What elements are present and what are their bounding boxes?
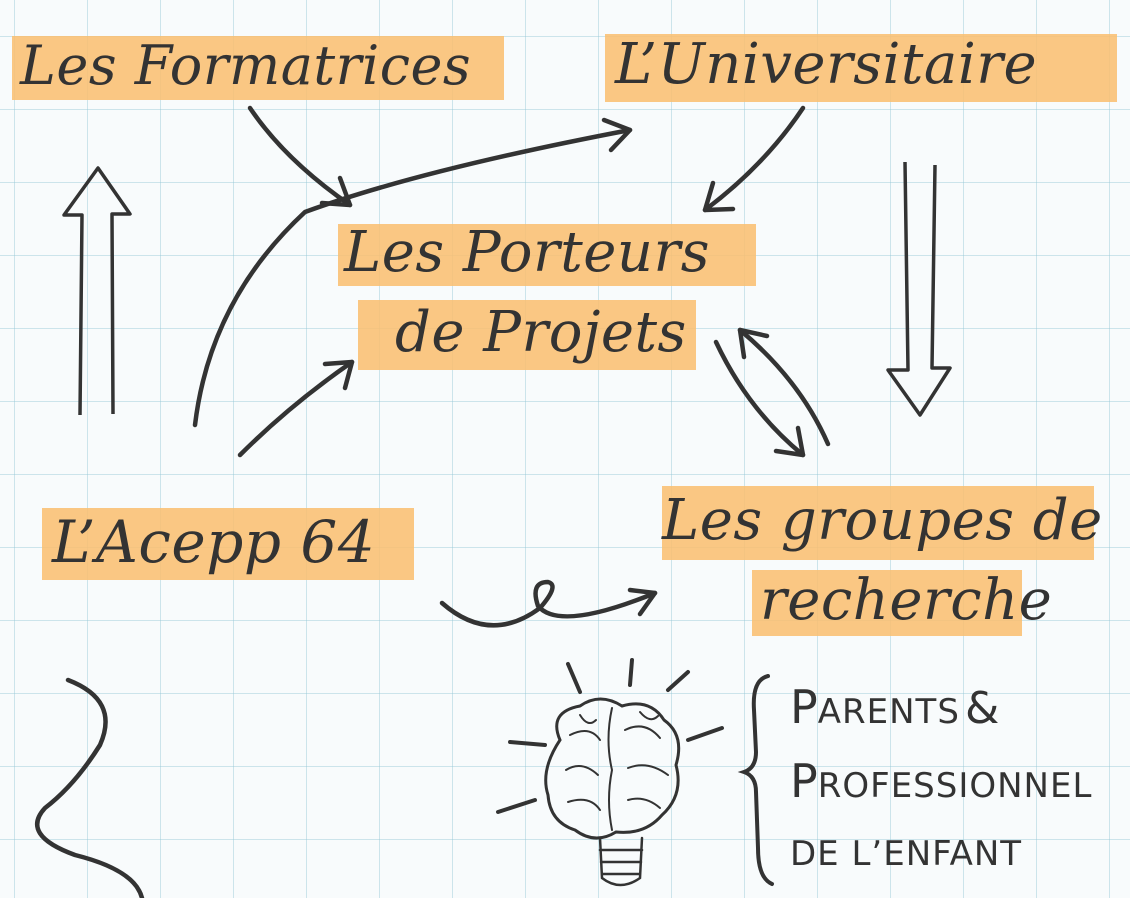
node-les-porteurs-line1: Les Porteurs — [344, 220, 710, 285]
highlight-universitaire — [605, 34, 1117, 102]
highlight-porteurs-1 — [338, 224, 756, 286]
note-line1-initial: P — [790, 680, 818, 734]
squiggle-decoration — [34, 677, 145, 898]
note-line-enfant: DE L’ENFANT — [790, 834, 1023, 874]
arrow-groupes-to-porteurs — [737, 327, 831, 447]
note-line2-initial: P — [790, 754, 818, 808]
brain-lightbulb-icon — [496, 658, 724, 887]
highlight-groupes-1 — [662, 486, 1094, 560]
note-line1-rest: ARENTS — [817, 692, 960, 732]
arrow-porteurs-to-groupes — [713, 339, 806, 458]
arrow-acepp-to-groupes — [439, 579, 658, 628]
hollow-arrow-down — [886, 161, 952, 417]
arrow-formatrices-to-porteurs — [247, 105, 353, 208]
node-l-universitaire: L’Universitaire — [615, 32, 1038, 97]
hollow-arrow-up — [62, 166, 132, 416]
arrow-acepp-to-porteurs — [237, 359, 355, 458]
node-les-groupes-line1: Les groupes de — [662, 488, 1103, 553]
node-les-porteurs-line2: de Projets — [395, 300, 687, 365]
note-line2-rest: ROFESSIONNEL — [817, 766, 1093, 806]
note-line-professionnel: PROFESSIONNEL — [790, 754, 1092, 808]
highlight-acepp — [42, 508, 414, 580]
highlight-groupes-2 — [752, 570, 1022, 636]
node-l-acepp-64: L’Acepp 64 — [52, 508, 376, 576]
note-line-parents: PARENTS & — [790, 680, 999, 734]
arrow-acepp-to-universitaire — [192, 117, 633, 428]
highlight-formatrices — [12, 36, 504, 100]
highlight-porteurs-2 — [358, 300, 696, 370]
arrow-universitaire-to-porteurs — [702, 105, 806, 213]
node-les-groupes-line2: recherche — [760, 568, 1053, 633]
note-ampersand: & — [965, 683, 1000, 734]
node-les-formatrices: Les Formatrices — [20, 34, 472, 97]
curly-brace-icon — [737, 674, 774, 886]
